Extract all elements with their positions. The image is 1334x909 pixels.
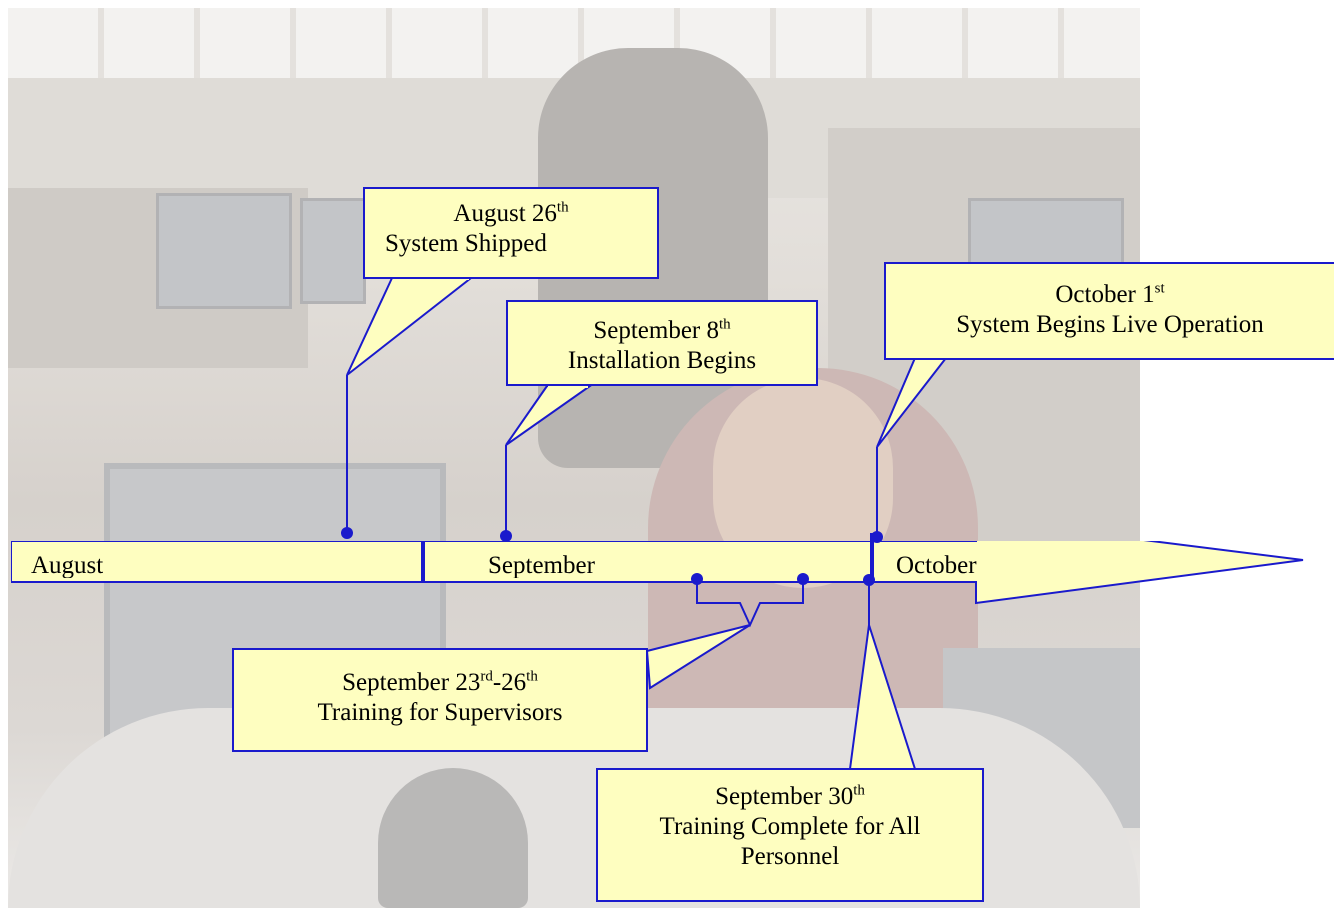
marker-sep8 [500, 530, 512, 542]
callout-date: October 1st [1055, 280, 1165, 308]
callout-tail-sep8 [505, 385, 594, 446]
month-label-august: August [31, 552, 104, 578]
callout-tail-sep30 [848, 624, 917, 770]
callout-date: September 30th [715, 782, 865, 810]
callout-text: Installation Begins [567, 347, 757, 374]
callout-text: System Begins Live Operation [956, 311, 1264, 338]
callout-tail-sep23 [645, 624, 751, 690]
timeline-bar [11, 541, 1304, 605]
monitor [156, 193, 292, 309]
monitor [300, 198, 366, 304]
callout-aug26: August 26th System Shipped [363, 187, 659, 279]
month-label-september: September [488, 552, 595, 578]
callout-oct1: October 1st System Begins Live Operation [884, 262, 1334, 360]
callout-sep8: September 8th Installation Begins [506, 300, 818, 386]
callout-sep30: September 30th Training Complete for All… [596, 768, 984, 902]
callout-date: September 8th [593, 316, 731, 344]
month-label-october: October [896, 552, 977, 578]
callout-date: September 23rd-26th [342, 668, 538, 696]
callout-tail-aug26 [346, 277, 474, 376]
callout-date: August 26th [453, 199, 569, 227]
callout-tail-oct1 [876, 357, 949, 448]
marker-oct1 [871, 531, 883, 543]
cup [378, 768, 528, 908]
callout-text: Training Complete for All Personnel [659, 813, 921, 870]
bracket-sep23-26 [696, 579, 804, 628]
callout-text: Training for Supervisors [317, 699, 563, 726]
callout-sep23-26: September 23rd-26th Training for Supervi… [232, 648, 648, 752]
callout-text: System Shipped [385, 230, 547, 257]
timeline-arrow [11, 541, 1304, 605]
tail-mask [548, 384, 588, 388]
marker-aug26 [341, 527, 353, 539]
